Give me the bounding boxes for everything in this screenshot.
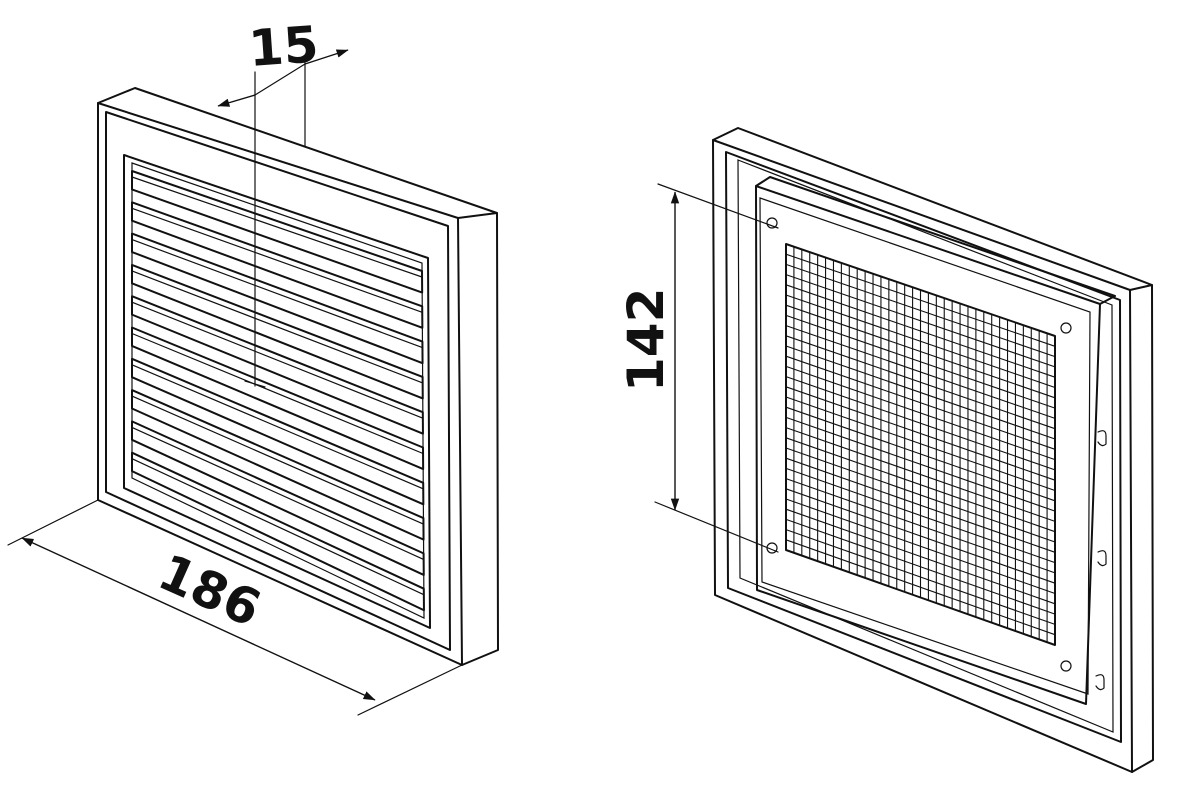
mesh-wire-horizontal bbox=[785, 335, 1056, 430]
mesh-wire-horizontal bbox=[785, 416, 1056, 512]
louver-edge bbox=[131, 364, 424, 490]
mesh-wire-horizontal bbox=[785, 508, 1056, 605]
louver-edge bbox=[131, 176, 423, 278]
mesh-wire-horizontal bbox=[785, 396, 1056, 492]
mesh-wire-horizontal bbox=[785, 406, 1056, 502]
mesh-wire-horizontal bbox=[785, 263, 1056, 358]
louver-slat bbox=[131, 420, 425, 576]
louver-edge bbox=[131, 270, 424, 384]
dimension-width: 186 bbox=[7, 499, 463, 716]
louver-edge bbox=[131, 332, 424, 455]
louver-panel bbox=[123, 154, 431, 629]
mesh-wire-horizontal bbox=[785, 274, 1056, 368]
louver-slat bbox=[131, 232, 424, 365]
mesh-wire-horizontal bbox=[785, 365, 1056, 461]
louver-edge bbox=[131, 207, 423, 313]
mesh-wire-horizontal bbox=[785, 437, 1056, 533]
louver-slat bbox=[131, 295, 424, 435]
mesh-wire-horizontal bbox=[785, 355, 1056, 450]
mesh-wire-horizontal bbox=[785, 518, 1056, 615]
mesh-wire-horizontal bbox=[785, 427, 1056, 522]
mesh-wire-horizontal bbox=[785, 467, 1056, 564]
dimension-hole-spacing: 142 bbox=[617, 183, 779, 553]
louver-slat bbox=[131, 389, 425, 541]
mesh-wire-horizontal bbox=[785, 447, 1056, 543]
mesh-wire-horizontal bbox=[785, 314, 1056, 409]
louver-slat bbox=[131, 263, 424, 400]
mesh-plate bbox=[755, 176, 1116, 705]
rear-view-mesh-grille bbox=[712, 127, 1154, 773]
mesh-wire-horizontal bbox=[785, 376, 1056, 471]
mounting-holes bbox=[766, 217, 1072, 672]
spring-clips bbox=[1095, 430, 1107, 691]
louver-slat bbox=[131, 201, 424, 329]
depth-label: 15 bbox=[247, 15, 320, 78]
mesh-wire-horizontal bbox=[785, 498, 1056, 595]
mesh-wire-horizontal bbox=[785, 304, 1056, 399]
mesh-wire-horizontal bbox=[785, 539, 1056, 636]
dimension-depth: 15 bbox=[217, 15, 349, 388]
hole-spacing-label: 142 bbox=[617, 288, 675, 392]
mesh-wire-horizontal bbox=[785, 325, 1056, 419]
mesh-wire-horizontal bbox=[785, 529, 1056, 625]
mesh-wire-horizontal bbox=[785, 488, 1056, 584]
louver-edge bbox=[131, 301, 424, 419]
mesh-wire-horizontal bbox=[785, 478, 1056, 574]
mesh-wire-horizontal bbox=[785, 253, 1056, 347]
louver-edge bbox=[131, 239, 423, 349]
louver-slat bbox=[131, 357, 425, 506]
outer-frame-rear bbox=[712, 127, 1154, 773]
front-view-louvered-grille bbox=[97, 87, 499, 666]
mesh-wire-horizontal bbox=[785, 284, 1056, 378]
mesh-wire-horizontal bbox=[785, 345, 1056, 440]
louver-slat bbox=[131, 170, 424, 294]
louver-slat bbox=[131, 326, 425, 471]
louver-edge bbox=[131, 426, 425, 561]
mesh-wire-horizontal bbox=[785, 386, 1056, 481]
louver-slats bbox=[131, 170, 425, 612]
wire-mesh bbox=[785, 243, 1056, 646]
louver-edge bbox=[131, 395, 424, 525]
mesh-wire-horizontal bbox=[785, 294, 1056, 389]
mesh-wire-horizontal bbox=[785, 457, 1056, 553]
